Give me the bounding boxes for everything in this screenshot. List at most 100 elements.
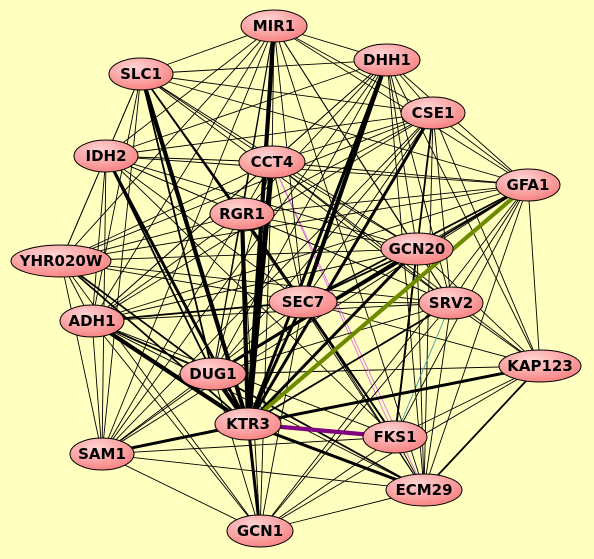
node-cse1[interactable]: CSE1 [400, 96, 466, 130]
node-mir1[interactable]: MIR1 [240, 9, 308, 43]
edge-mir1-cse1 [273, 25, 434, 114]
node-sec7[interactable]: SEC7 [268, 285, 338, 319]
edge-slc1-gfa1 [140, 73, 529, 186]
node-yhr020w[interactable]: YHR020W [10, 244, 112, 278]
edge-cct4-gcn20 [271, 161, 418, 250]
edge-kap123-sec7 [302, 301, 541, 367]
edge-adh1-srv2 [91, 302, 452, 322]
edge-slc1-cct4 [140, 73, 273, 163]
node-shape [268, 285, 338, 319]
edge-fks1-cse1 [394, 112, 434, 438]
edge-ktr3-rgr1 [239, 211, 251, 427]
node-label: GFA1 [507, 176, 550, 194]
node-shape [400, 96, 466, 130]
node-label: SEC7 [282, 293, 325, 311]
edge-cse1-rgr1 [241, 112, 434, 215]
node-shape [385, 473, 463, 507]
edge-slc1-cse1 [140, 73, 434, 114]
edge-yhr020w-mir1 [60, 25, 275, 262]
node-label: CSE1 [412, 104, 455, 122]
edge-ktr3-ecm29 [246, 422, 426, 492]
edge-cse1-sam1 [101, 112, 434, 455]
edge-kap123-gfa1 [527, 184, 541, 367]
edge-ktr3-cse1 [246, 111, 435, 426]
edge-ecm29-sam1 [101, 453, 425, 491]
edge-gcn1-fks1 [259, 436, 396, 532]
node-srv2[interactable]: SRV2 [418, 286, 484, 320]
node-label: GCN1 [237, 522, 283, 540]
edge-adh1-idh2 [91, 155, 107, 322]
node-label: KTR3 [226, 415, 270, 433]
edge-mir1-gfa1 [273, 25, 529, 186]
edge-dhh1-ecm29 [386, 59, 425, 491]
edge-sam1-slc1 [101, 73, 142, 455]
edge-ktr3-srv2 [247, 302, 452, 425]
edge-rgr1-gfa1 [241, 184, 529, 215]
node-sam1[interactable]: SAM1 [69, 437, 135, 471]
edge-gfa1-idh2 [105, 155, 529, 186]
node-shape [418, 286, 484, 320]
node-shape [209, 197, 275, 231]
node-dhh1[interactable]: DHH1 [353, 43, 421, 77]
node-shape [353, 43, 421, 77]
edge-adh1-slc1 [91, 73, 142, 322]
node-shape [108, 57, 174, 91]
node-dug1[interactable]: DUG1 [179, 357, 247, 391]
node-label: SLC1 [120, 65, 162, 83]
node-ktr3[interactable]: KTR3 [214, 407, 282, 441]
edge-mir1-ecm29 [273, 25, 425, 491]
node-shape [179, 357, 247, 391]
node-ecm29[interactable]: ECM29 [385, 473, 463, 507]
edge-ktr3-gcn1 [246, 422, 262, 533]
node-label: IDH2 [85, 147, 126, 165]
edge-idh2-cse1 [105, 112, 434, 157]
edge-gcn1-cct4 [259, 161, 273, 532]
node-label: MIR1 [253, 17, 296, 35]
edge-fks1-idh2 [105, 155, 396, 438]
node-shape [69, 437, 135, 471]
edge-ecm29-srv2 [423, 302, 452, 491]
node-cct4[interactable]: CCT4 [238, 145, 306, 179]
node-label: SAM1 [78, 445, 126, 463]
edge-cse1-sec7 [302, 112, 434, 303]
node-gcn1[interactable]: GCN1 [226, 514, 294, 548]
node-shape [214, 407, 282, 441]
edge-idh2-mir1 [105, 25, 275, 157]
node-label: ECM29 [395, 481, 452, 499]
node-label: SRV2 [429, 294, 473, 312]
node-adh1[interactable]: ADH1 [59, 304, 125, 338]
node-label: YHR020W [19, 252, 103, 270]
edge-dhh1-adh1 [91, 59, 388, 322]
node-gcn20[interactable]: GCN20 [380, 232, 454, 266]
node-shape [362, 420, 428, 454]
node-label: ADH1 [68, 312, 115, 330]
edge-dhh1-gcn20 [386, 59, 418, 250]
edge-sam1-yhr020w [60, 260, 103, 455]
edge-srv2-gfa1 [450, 184, 529, 304]
edge-sam1-rgr1 [101, 213, 243, 455]
edge-kap123-cse1 [432, 112, 541, 367]
node-rgr1[interactable]: RGR1 [209, 197, 275, 231]
edge-dug1-yhr020w [60, 260, 214, 375]
node-kap123[interactable]: KAP123 [498, 349, 582, 383]
edge-mir1-sam1 [101, 25, 275, 455]
node-label: FKS1 [373, 428, 416, 446]
edge-idh2-sec7 [105, 155, 304, 303]
node-idh2[interactable]: IDH2 [73, 139, 139, 173]
node-gfa1[interactable]: GFA1 [495, 168, 561, 202]
node-shape [10, 244, 112, 278]
node-shape [498, 349, 582, 383]
edge-sam1-adh1 [91, 320, 103, 455]
edge-gcn1-adh1 [91, 320, 261, 532]
node-fks1[interactable]: FKS1 [362, 420, 428, 454]
edge-cct4-sec7 [271, 161, 304, 303]
node-shape [73, 139, 139, 173]
edge-ktr3-gcn20 [246, 247, 419, 426]
node-shape [59, 304, 125, 338]
edge-idh2-dhh1 [105, 59, 388, 157]
node-shape [238, 145, 306, 179]
node-slc1[interactable]: SLC1 [108, 57, 174, 91]
edge-ktr3-kap123 [246, 364, 542, 426]
